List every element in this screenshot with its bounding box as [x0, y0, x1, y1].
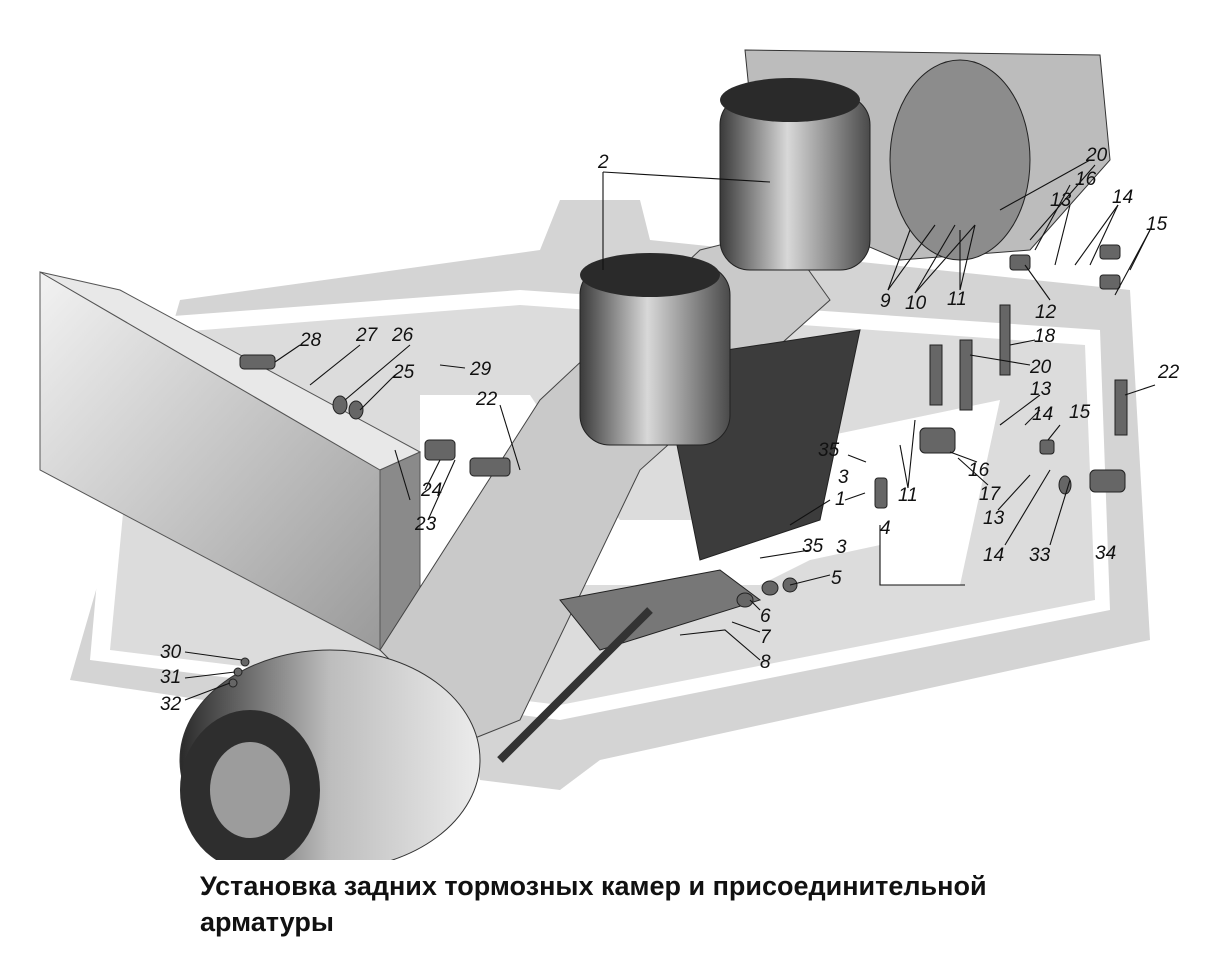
callout-20a: 20 [1085, 145, 1108, 166]
callout-23: 23 [414, 514, 437, 535]
brake-chamber-upper [719, 78, 871, 271]
callout-13c: 13 [983, 508, 1005, 529]
callout-34: 34 [1095, 543, 1116, 564]
callout-33: 33 [1029, 545, 1051, 566]
brake-drum [179, 649, 481, 860]
callout-27: 27 [355, 325, 379, 346]
callout-12: 12 [1035, 302, 1057, 323]
brake-chamber-lower [579, 253, 731, 446]
callout-4: 4 [880, 518, 891, 539]
callout-3a: 3 [838, 467, 849, 488]
callout-14c: 14 [983, 545, 1004, 566]
callout-13a: 13 [1050, 190, 1072, 211]
callout-28: 28 [299, 330, 322, 351]
callout-26: 26 [391, 325, 414, 346]
callout-5: 5 [831, 568, 842, 589]
callout-11b: 11 [898, 485, 918, 506]
callout-22a: 22 [475, 389, 498, 410]
callout-7: 7 [760, 627, 772, 648]
callout-6: 6 [760, 606, 771, 627]
callout-16b: 16 [968, 460, 990, 481]
caption-line-2: арматуры [200, 907, 334, 937]
callout-16a: 16 [1075, 169, 1097, 190]
callout-17: 17 [979, 484, 1002, 505]
callout-8: 8 [760, 652, 771, 673]
callout-18: 18 [1034, 326, 1056, 347]
slack-adjuster [497, 569, 762, 763]
callout-29: 29 [469, 359, 492, 380]
callout-2: 2 [597, 152, 609, 173]
callout-31: 31 [160, 667, 181, 688]
callout-22b: 22 [1157, 362, 1180, 383]
callout-15b: 15 [1069, 402, 1091, 423]
callout-14b: 14 [1032, 404, 1053, 425]
callout-15a: 15 [1146, 214, 1168, 235]
callout-14a: 14 [1112, 187, 1133, 208]
callout-25: 25 [392, 362, 415, 383]
diagram-caption: Установка задних тормозных камер и присо… [200, 868, 1100, 940]
leader-lines [184, 159, 1156, 701]
callout-13b: 13 [1030, 379, 1052, 400]
callout-labels: 1 2 3 3 4 5 6 7 8 9 10 11 11 12 13 13 13… [160, 145, 1180, 715]
callout-30: 30 [160, 642, 182, 663]
callout-24: 24 [420, 480, 442, 501]
callout-11a: 11 [947, 289, 967, 310]
callout-9: 9 [880, 291, 891, 312]
fittings [228, 244, 1128, 688]
callout-10: 10 [905, 293, 927, 314]
callout-3b: 3 [836, 537, 847, 558]
caption-line-1: Установка задних тормозных камер и присо… [200, 871, 987, 901]
assembly-diagram: 1 2 3 3 4 5 6 7 8 9 10 11 11 12 13 13 13… [39, 49, 1180, 860]
callout-20b: 20 [1029, 357, 1052, 378]
callout-35b: 35 [802, 536, 824, 557]
callout-35a: 35 [818, 440, 840, 461]
frame-rail [39, 271, 422, 651]
callout-32: 32 [160, 694, 182, 715]
callout-1: 1 [835, 489, 846, 510]
